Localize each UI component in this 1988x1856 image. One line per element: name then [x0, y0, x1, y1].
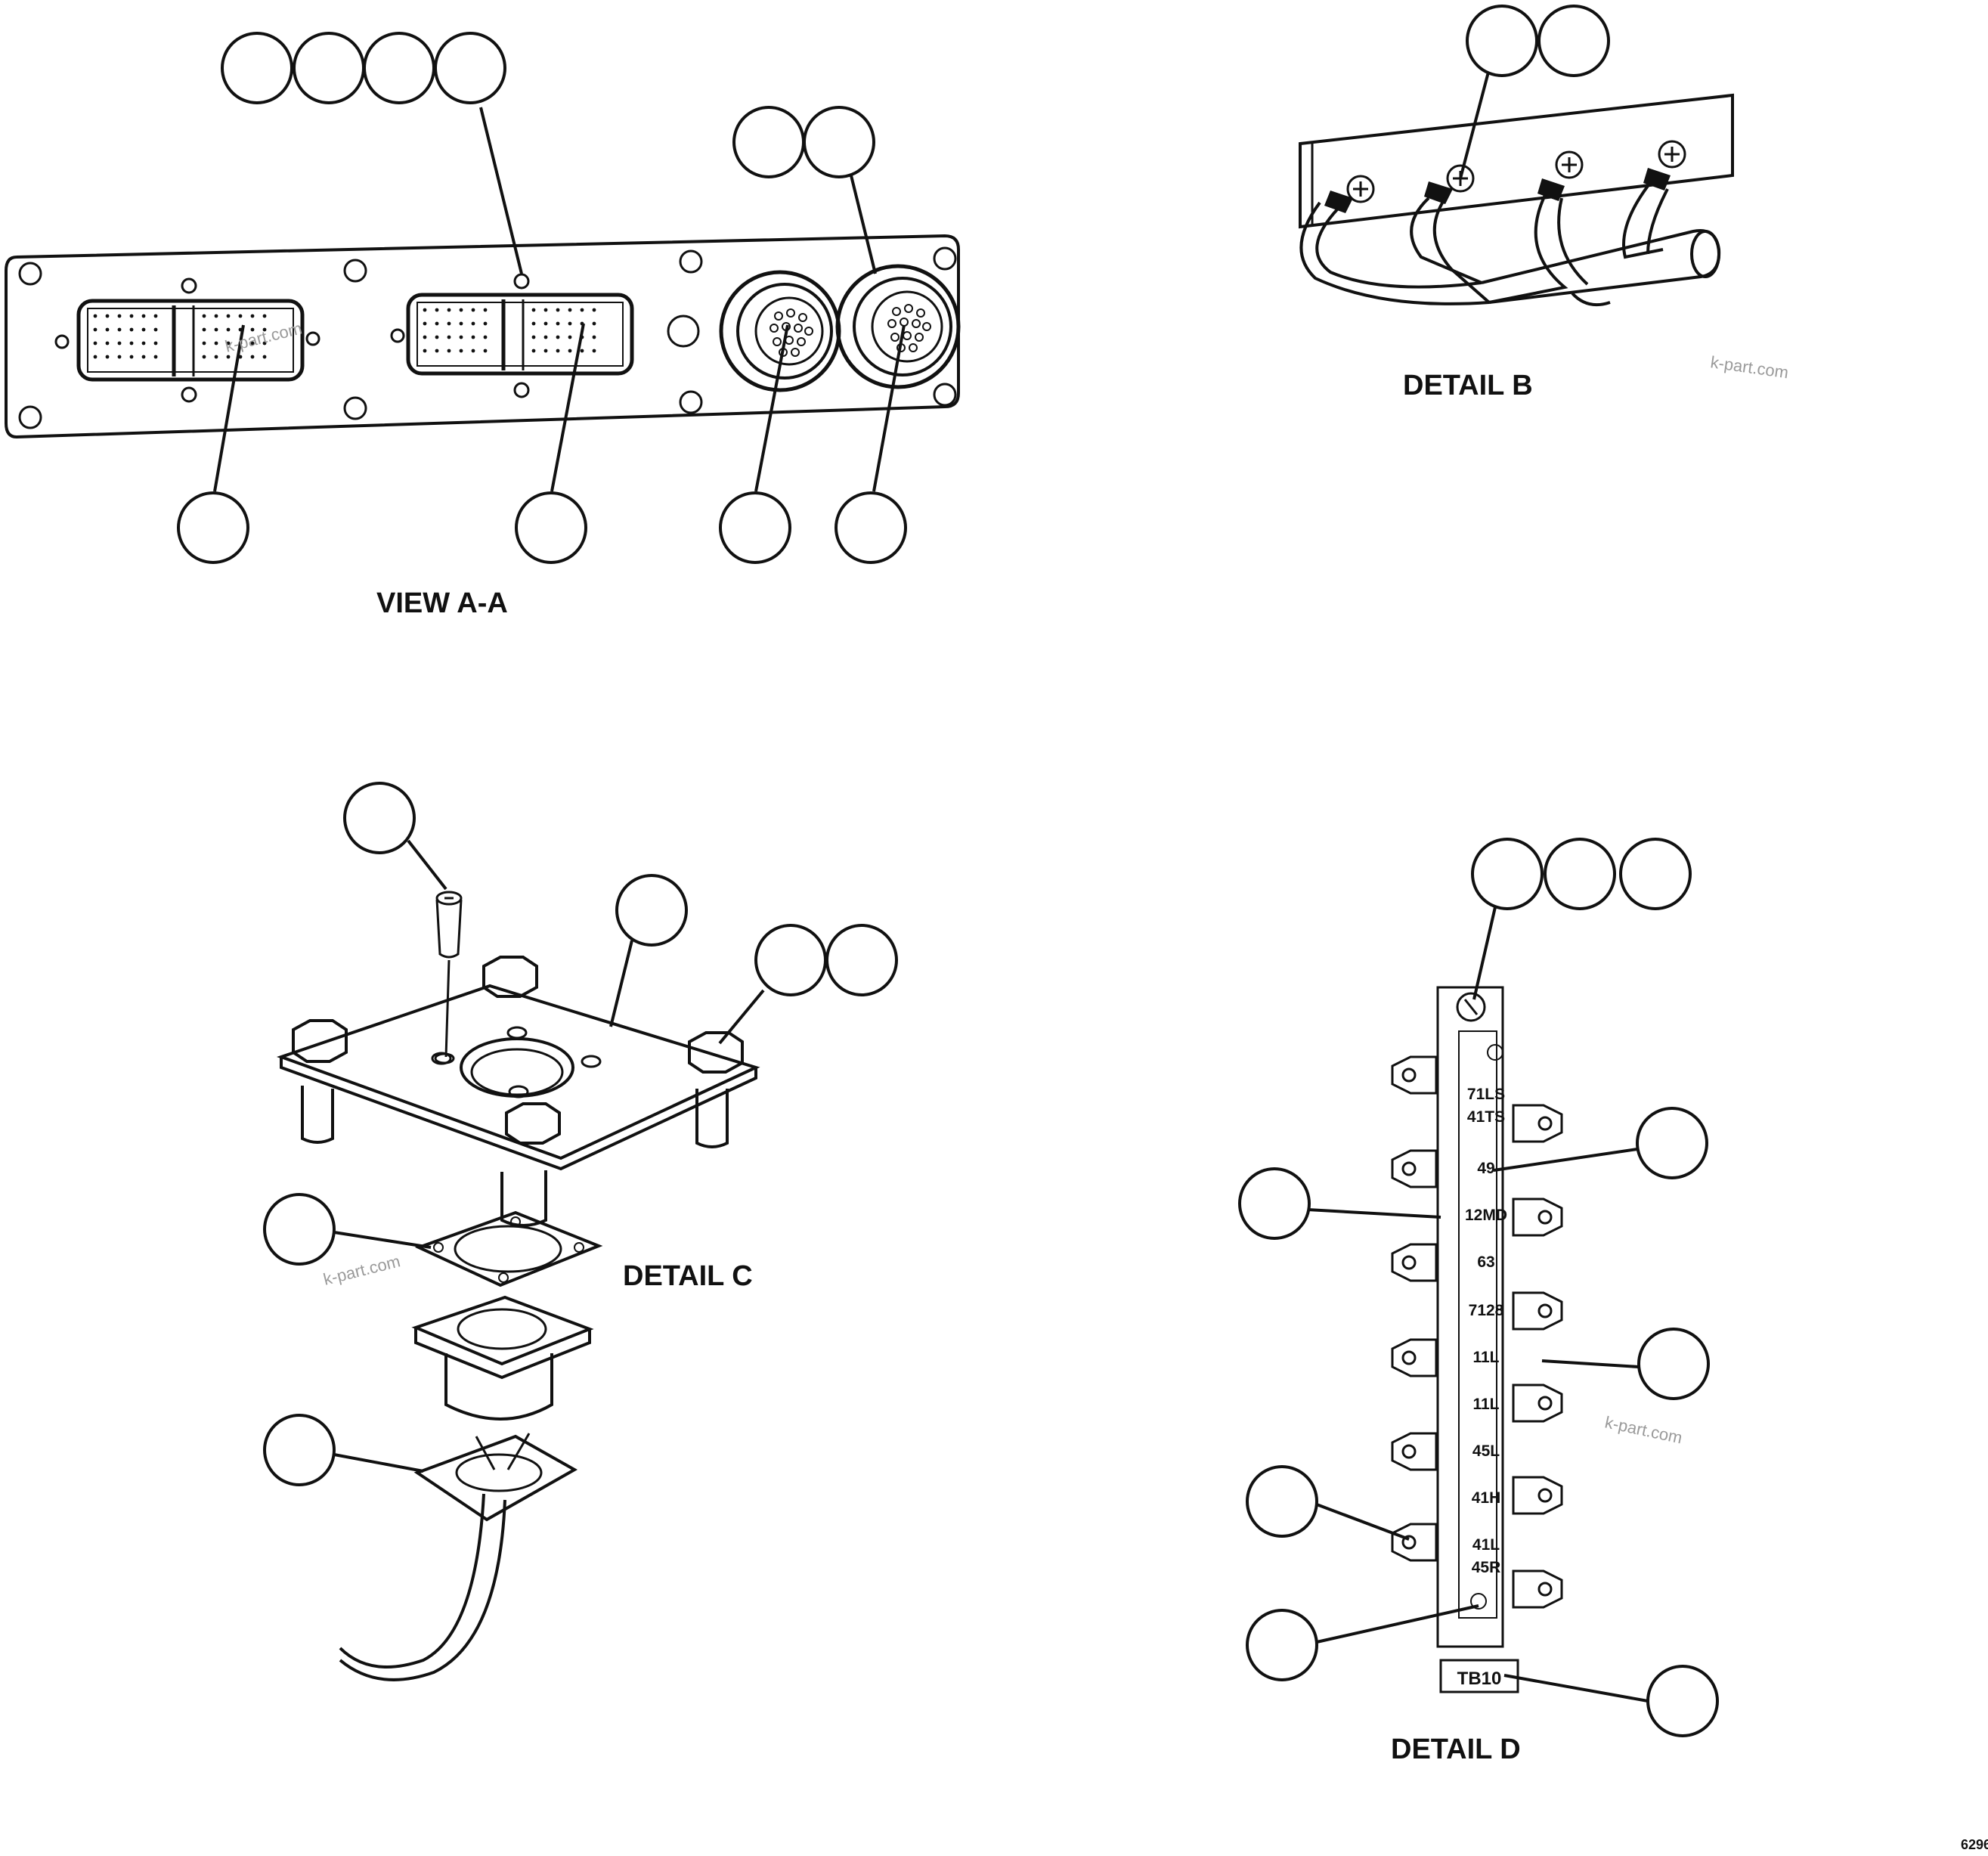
detail-d-leaders	[1307, 906, 1649, 1703]
detail-c-leaders	[333, 839, 765, 1473]
watermark-1: k-part.com	[223, 318, 304, 355]
panel-bolts	[18, 246, 957, 429]
tb-tag: TB10	[1457, 1669, 1502, 1689]
detail-b-assembly	[1299, 93, 1734, 306]
round-connector-2	[835, 264, 961, 389]
detail-d-terminal-block: 71LS 41TS 49 12MD 63 7128 11L 11L 45L 41…	[1391, 986, 1563, 1693]
detail-b-leaders	[1459, 63, 1492, 179]
tb-marking-4: 12MD	[1465, 1207, 1507, 1224]
watermark-3: k-part.com	[321, 1251, 402, 1288]
tb-marking-1: 71LS	[1467, 1086, 1505, 1103]
view-aa-panel	[5, 234, 961, 439]
detail-c-title: DETAIL C	[623, 1260, 753, 1292]
tb-marking-2: 41TS	[1467, 1108, 1505, 1126]
tb-marking-10: 41H	[1472, 1489, 1501, 1507]
view-aa-leaders	[213, 107, 906, 492]
tb-marking-9: 45L	[1472, 1442, 1500, 1460]
tb-marking-12: 45R	[1472, 1559, 1501, 1576]
view-aa-title: VIEW A-A	[376, 587, 508, 619]
rect-connector-left	[76, 299, 305, 382]
tb-marking-7: 11L	[1472, 1349, 1499, 1366]
tb-marking-3: 49	[1477, 1160, 1494, 1177]
detail-c-callouts	[263, 782, 898, 1486]
tb-marking-8: 11L	[1472, 1396, 1499, 1413]
detail-b-callouts	[1466, 5, 1610, 77]
rect-connector-center	[406, 293, 634, 376]
tb-marking-6: 7128	[1469, 1302, 1504, 1319]
detail-d-title: DETAIL D	[1391, 1734, 1521, 1765]
detail-b-title: DETAIL B	[1403, 370, 1533, 401]
tb-marking-11: 41L	[1472, 1536, 1500, 1554]
watermark-4: k-part.com	[1603, 1412, 1684, 1447]
view-aa-callouts	[177, 32, 907, 564]
figure-number: 62962	[1961, 1837, 1988, 1852]
watermark-2: k-part.com	[1709, 352, 1789, 382]
detail-d-callouts	[1238, 838, 1719, 1737]
detail-c-assembly	[276, 891, 760, 1681]
tb-marking-5: 63	[1477, 1253, 1494, 1271]
